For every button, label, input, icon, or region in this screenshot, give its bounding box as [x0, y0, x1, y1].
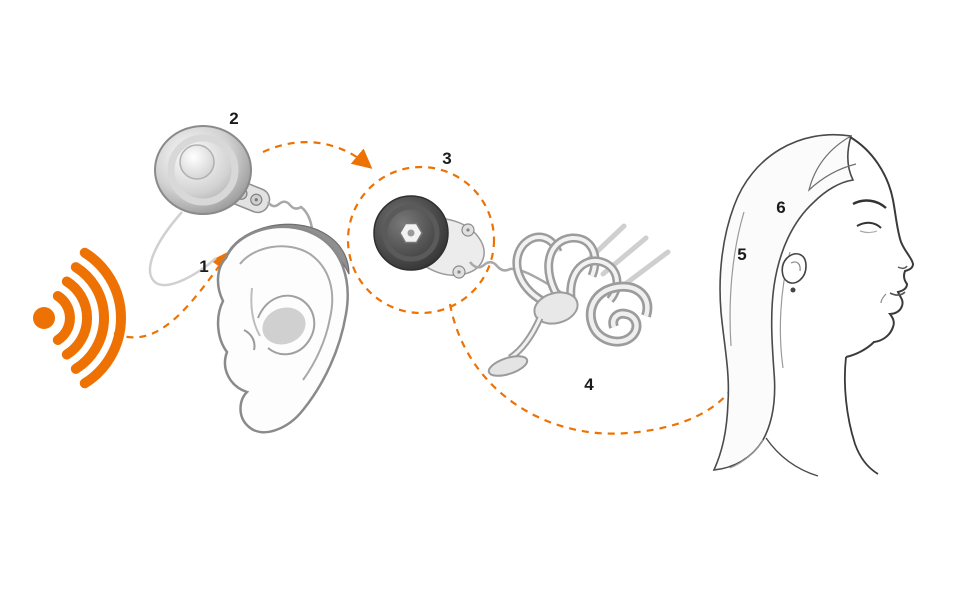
arrow-sound-to-ear [113, 250, 231, 339]
step-label-6: 6 [776, 198, 785, 217]
sound-waves-icon [33, 247, 126, 389]
step-label-2: 2 [229, 109, 238, 128]
head-profile-illustration [712, 133, 915, 477]
implant-highlight-circle [346, 165, 496, 315]
arrow-implant-to-brain [448, 269, 764, 435]
arrow-processor-to-implant [262, 141, 373, 169]
processor-cable [266, 200, 314, 237]
step-numbers: 1 2 3 4 5 6 [199, 109, 785, 394]
step-label-4: 4 [584, 375, 594, 394]
earring [790, 287, 796, 293]
ear-illustration [216, 223, 350, 434]
step-label-3: 3 [442, 149, 451, 168]
cochlea-illustration [487, 223, 671, 377]
step-label-1: 1 [199, 257, 208, 276]
step-label-5: 5 [737, 245, 746, 264]
hair-outline [712, 133, 855, 471]
audio-processor-illustration [148, 125, 314, 287]
face-profile [845, 136, 915, 358]
